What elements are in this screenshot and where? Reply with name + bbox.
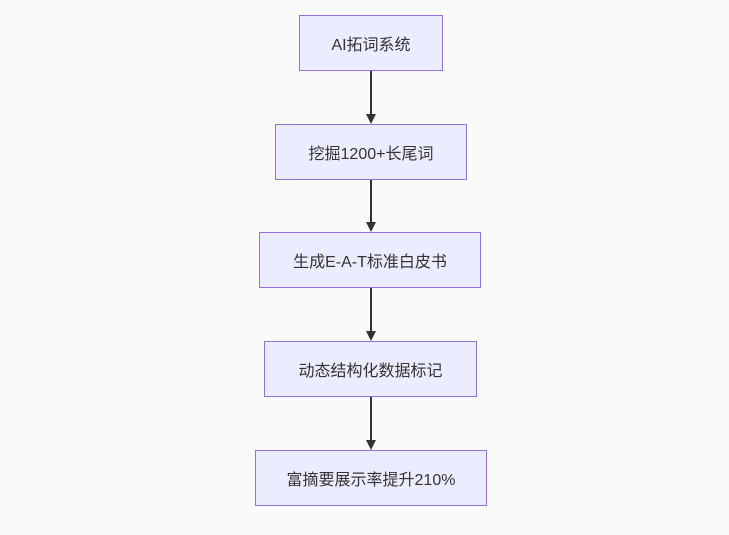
edge-arrow-n4-n5 xyxy=(370,397,372,440)
edge-arrow-n3-n4 xyxy=(370,288,372,331)
flow-node-label: 挖掘1200+长尾词 xyxy=(308,146,434,163)
flow-node-label: AI拓词系统 xyxy=(331,37,411,54)
flow-node-ai-keyword-system: AI拓词系统 xyxy=(299,15,443,71)
flow-node-rich-snippet-result: 富摘要展示率提升210% xyxy=(255,450,487,506)
flow-node-label: 生成E-A-T标准白皮书 xyxy=(293,254,447,271)
flow-node-structured-data-markup: 动态结构化数据标记 xyxy=(264,341,477,397)
flow-node-eat-whitepaper: 生成E-A-T标准白皮书 xyxy=(259,232,481,288)
flow-node-longtail-mining: 挖掘1200+长尾词 xyxy=(275,124,467,180)
edge-arrow-n1-n2 xyxy=(370,71,372,114)
flow-node-label: 动态结构化数据标记 xyxy=(298,363,443,380)
flow-node-label: 富摘要展示率提升210% xyxy=(286,472,456,489)
edge-arrow-n2-n3 xyxy=(370,180,372,222)
